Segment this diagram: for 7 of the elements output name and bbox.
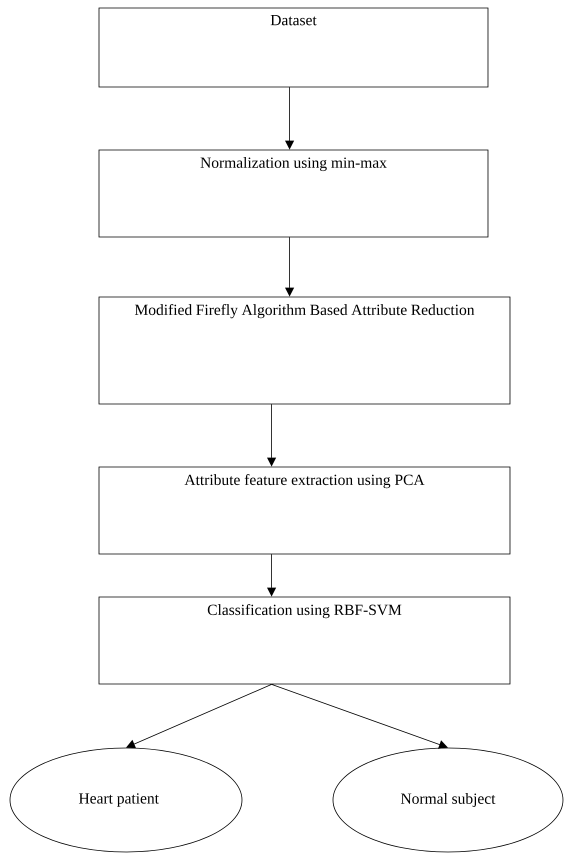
- process-box: Modified Firefly Algorithm Based Attribute Reduction: [98, 296, 510, 404]
- process-box: Normalization using min-max: [98, 150, 488, 238]
- process-box: Attribute feature extraction using PCA: [98, 466, 510, 554]
- process-box: Classification using RBF-SVM: [98, 596, 510, 684]
- arrow: [271, 684, 448, 749]
- arrow: [126, 684, 272, 748]
- process-box: Dataset: [98, 8, 488, 88]
